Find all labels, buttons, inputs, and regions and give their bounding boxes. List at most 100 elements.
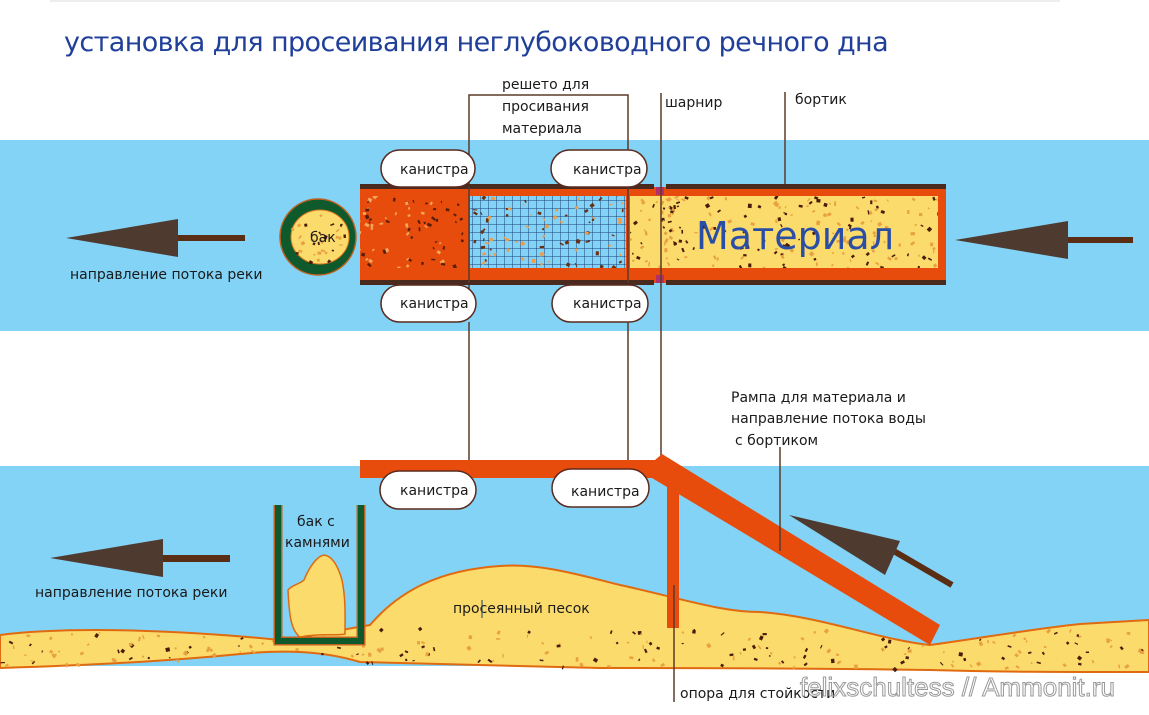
debris-particle — [412, 660, 415, 662]
debris-particle — [30, 660, 35, 662]
svg-text:канистра: канистра — [573, 296, 642, 312]
debris-particle — [304, 223, 308, 227]
debris-particle — [316, 258, 320, 262]
debris-particle — [530, 213, 533, 216]
debris-particle — [743, 214, 748, 219]
debris-particle — [540, 262, 542, 265]
debris-particle — [937, 211, 938, 216]
debris-particle — [978, 638, 982, 642]
debris-particle — [8, 640, 14, 645]
debris-particle — [584, 231, 589, 235]
debris-particle — [323, 234, 328, 240]
debris-particle — [639, 245, 645, 250]
debris-particle — [932, 196, 936, 201]
debris-particle — [716, 257, 719, 262]
debris-particle — [1062, 663, 1067, 668]
debris-particle — [404, 650, 409, 654]
debris-particle — [668, 228, 673, 233]
debris-particle — [765, 647, 769, 650]
debris-particle — [1077, 662, 1082, 666]
debris-particle — [361, 653, 365, 656]
debris-particle — [910, 241, 916, 246]
debris-particle — [589, 202, 595, 209]
support-leg — [667, 470, 679, 628]
debris-particle — [632, 220, 638, 226]
debris-particle — [454, 220, 457, 224]
debris-particle — [425, 652, 429, 657]
debris-particle — [539, 659, 544, 662]
debris-particle — [673, 205, 677, 210]
debris-particle — [168, 656, 171, 659]
debris-particle — [12, 645, 15, 649]
debris-particle — [559, 220, 564, 224]
debris-particle — [976, 661, 982, 667]
debris-particle — [320, 249, 326, 253]
debris-particle — [584, 208, 589, 214]
debris-particle — [868, 210, 873, 215]
debris-particle — [542, 234, 546, 239]
debris-particle — [609, 630, 613, 635]
debris-particle — [120, 648, 126, 654]
debris-particle — [128, 642, 133, 647]
debris-particle — [876, 234, 880, 237]
debris-particle — [453, 213, 457, 217]
debris-particle — [668, 205, 673, 211]
debris-particle — [564, 240, 570, 245]
debris-particle — [141, 655, 145, 659]
debris-particle — [992, 640, 996, 645]
debris-particle — [424, 224, 428, 229]
debris-particle — [404, 201, 409, 206]
stone-tank-icon — [273, 505, 366, 646]
debris-particle — [480, 245, 486, 250]
debris-particle — [417, 641, 421, 645]
debris-particle — [1014, 653, 1019, 658]
debris-particle — [692, 247, 695, 251]
debris-particle — [828, 202, 832, 205]
debris-particle — [870, 200, 873, 205]
debris-particle — [678, 239, 683, 243]
material-flow-arrow-right — [955, 221, 1133, 259]
debris-particle — [842, 252, 845, 255]
sieve-label-line3: материала — [502, 121, 582, 137]
debris-particle — [694, 232, 698, 234]
debris-particle — [1085, 651, 1090, 654]
debris-particle — [887, 639, 892, 644]
debris-particle — [894, 256, 898, 261]
debris-particle — [1043, 645, 1047, 649]
debris-particle — [188, 645, 192, 649]
debris-particle — [942, 651, 945, 654]
debris-particle — [496, 630, 501, 635]
debris-particle — [880, 647, 885, 652]
debris-particle — [361, 644, 365, 648]
debris-particle — [723, 229, 727, 234]
debris-particle — [841, 237, 847, 243]
debris-particle — [739, 651, 742, 655]
debris-particle — [394, 212, 398, 216]
debris-particle — [773, 250, 778, 255]
debris-particle — [335, 235, 339, 240]
debris-particle — [176, 658, 180, 663]
debris-particle — [611, 264, 617, 268]
debris-particle — [757, 248, 760, 252]
debris-particle — [445, 208, 450, 212]
page-title: установка для просеивания неглубоководно… — [64, 27, 888, 58]
debris-particle — [681, 247, 685, 253]
debris-particle — [663, 231, 668, 236]
debris-particle — [65, 662, 68, 668]
debris-particle — [607, 664, 611, 668]
watermark: felixschultess // Ammonit.ru — [800, 672, 1115, 702]
debris-particle — [49, 649, 54, 654]
debris-particle — [847, 266, 849, 268]
debris-particle — [812, 231, 816, 236]
debris-particle — [787, 227, 790, 230]
debris-particle — [298, 249, 303, 253]
debris-particle — [780, 254, 785, 259]
debris-particle — [504, 237, 510, 242]
debris-particle — [371, 661, 374, 665]
debris-particle — [651, 658, 656, 663]
debris-particle — [365, 257, 369, 262]
debris-particle — [738, 264, 743, 268]
debris-particle — [987, 639, 989, 642]
debris-particle — [693, 628, 696, 632]
debris-particle — [343, 234, 346, 239]
